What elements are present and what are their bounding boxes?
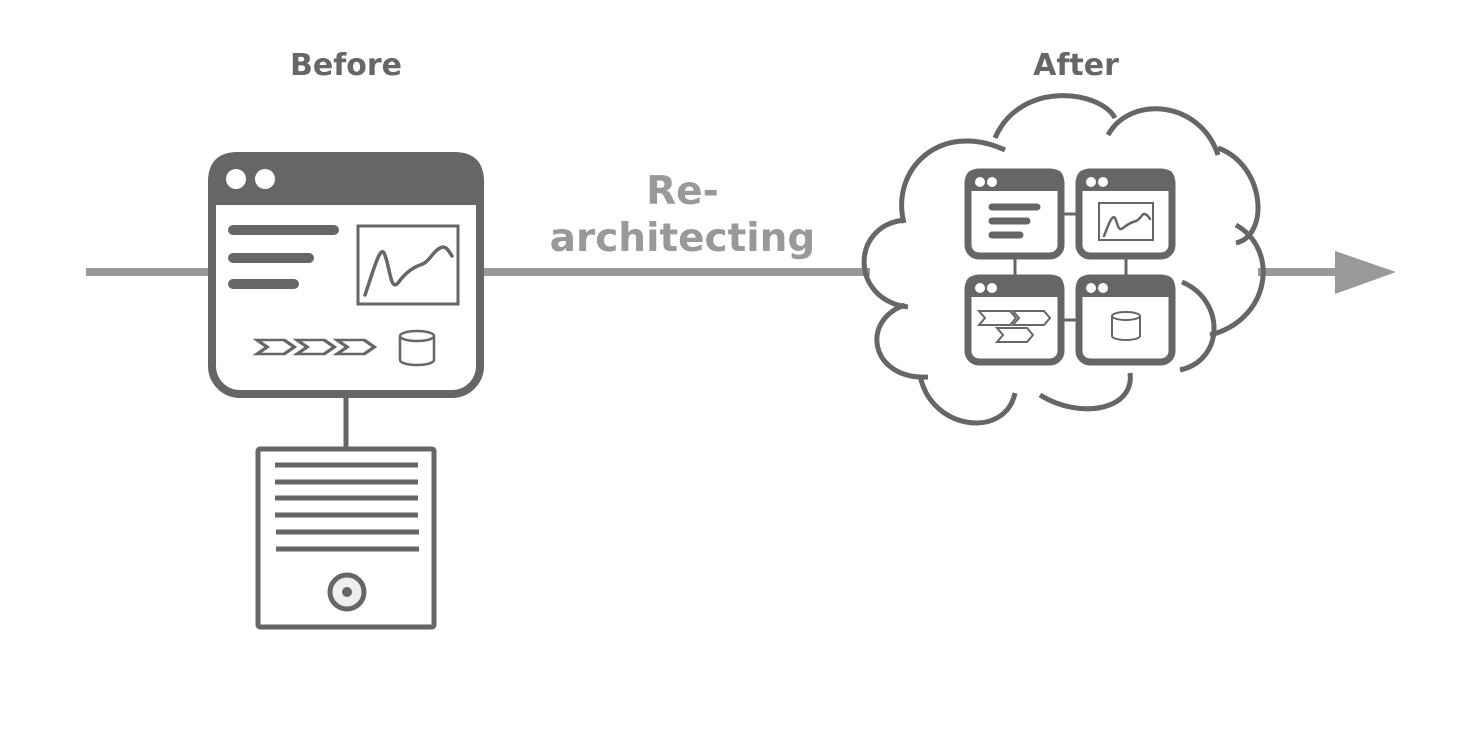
- flow-arrow: [86, 251, 1396, 294]
- microservice-database-window: [1075, 274, 1176, 366]
- window-dot-icon: [975, 283, 985, 293]
- line-chart-icon: [1098, 202, 1154, 241]
- microservice-text-window: [964, 168, 1065, 260]
- server-frame: [255, 446, 437, 630]
- window-dot-icon: [987, 283, 997, 293]
- process-label: Re- architecting: [540, 168, 825, 262]
- after-title: After: [1033, 48, 1119, 83]
- process-label-line1: Re-: [646, 169, 719, 214]
- process-chevrons-icon: [976, 310, 1052, 343]
- microservice-chart-window: [1075, 168, 1176, 260]
- window-dot-icon: [1086, 283, 1096, 293]
- window-dot-icon: [226, 169, 246, 189]
- window-dot-icon: [1098, 283, 1108, 293]
- text-lines-icon: [988, 203, 1041, 239]
- window-dot-icon: [255, 169, 275, 189]
- server-icon: [255, 446, 437, 630]
- window-dot-icon: [987, 177, 997, 187]
- monolith-app-window: [208, 152, 484, 398]
- monolith-window-titlebar: [208, 152, 484, 205]
- server-vent-lines: [275, 462, 419, 552]
- window-dot-icon: [1098, 177, 1108, 187]
- process-chevrons-icon: [257, 340, 374, 354]
- cloud-icon: [861, 93, 1266, 426]
- window-dot-icon: [1086, 177, 1096, 187]
- line-chart-icon: [356, 224, 460, 306]
- arrow-head-icon: [1335, 251, 1396, 294]
- window-dot-icon: [975, 177, 985, 187]
- database-icon: [1111, 311, 1141, 341]
- microservice-process-window: [964, 274, 1065, 366]
- text-lines-icon: [228, 225, 339, 289]
- before-title: Before: [289, 48, 403, 83]
- process-label-line2: architecting: [549, 216, 816, 261]
- disk-center-icon: [342, 587, 352, 597]
- database-icon: [398, 329, 436, 367]
